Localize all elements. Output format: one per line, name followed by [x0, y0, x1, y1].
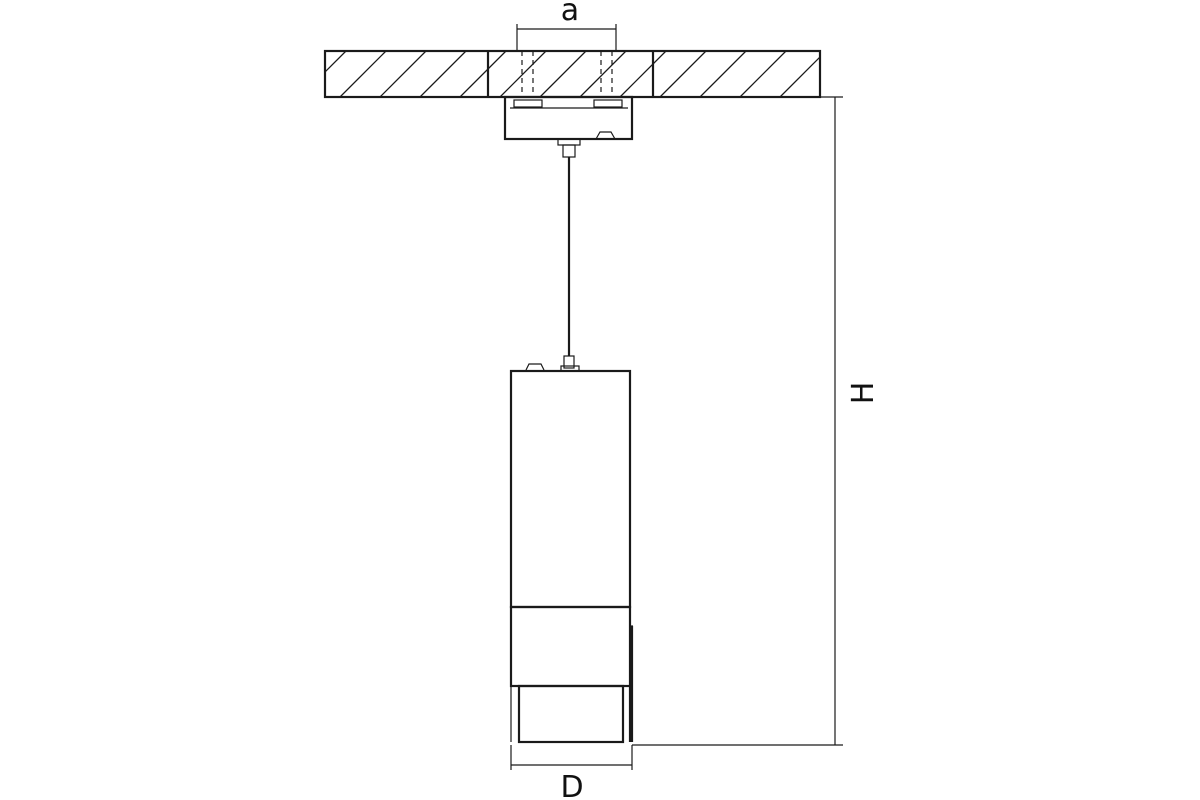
dimension-a-label: a: [561, 0, 579, 28]
lamp-body: [509, 355, 634, 744]
dimension-h-label: H: [846, 382, 881, 405]
ceiling-hatching: [325, 51, 820, 97]
dimension-a: a: [516, 0, 617, 50]
dimension-h: H: [632, 96, 881, 746]
mounting-screws-hidden: [521, 51, 613, 97]
ceiling-adapter: [503, 95, 634, 158]
dimension-d: D: [510, 745, 633, 800]
ceiling-slab: [323, 49, 822, 99]
dimension-d-label: D: [560, 770, 583, 800]
